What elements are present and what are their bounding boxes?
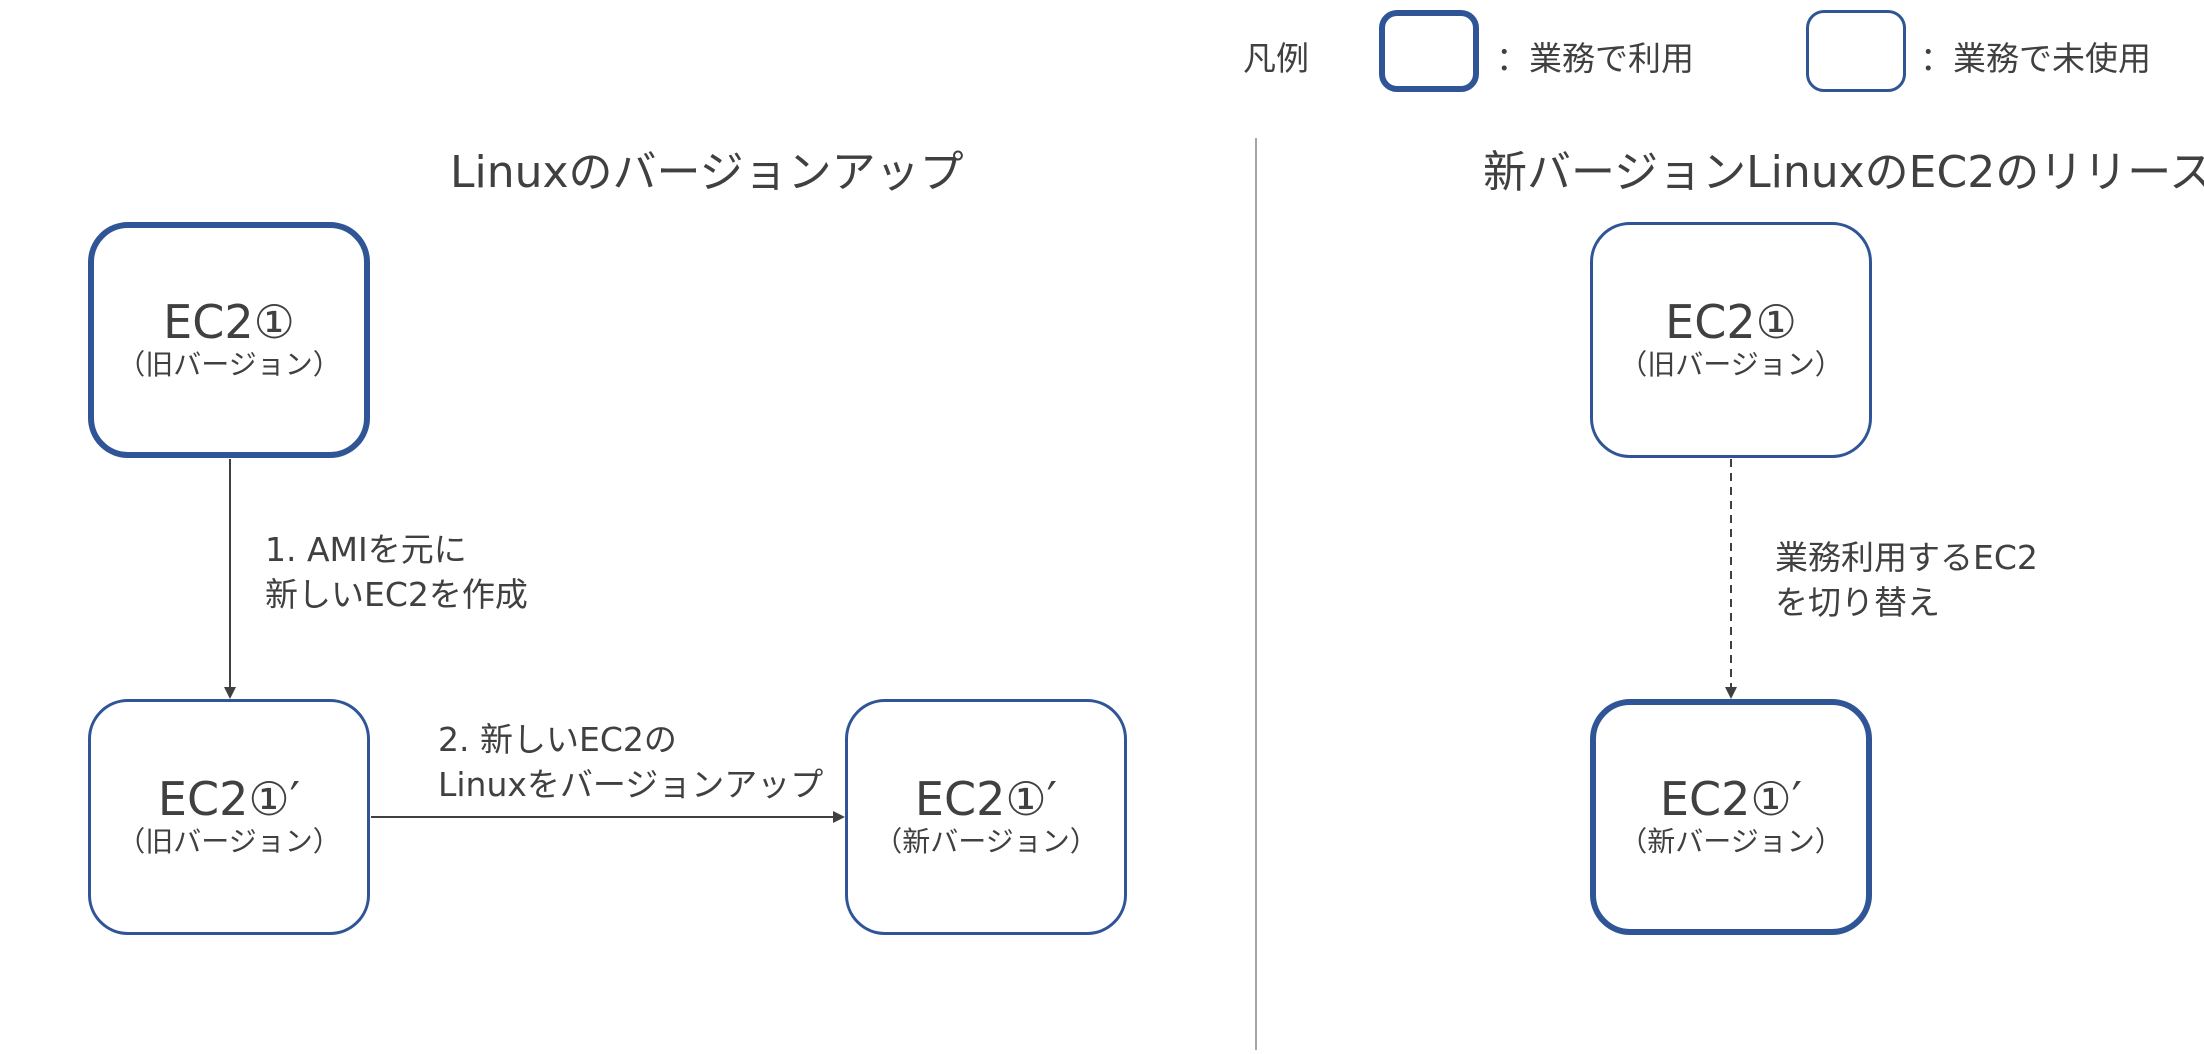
legend-unused-label: ：業務で未使用 bbox=[1920, 39, 2151, 78]
node-version: （旧バージョン） bbox=[1619, 348, 1843, 382]
switch-label: 業務利用するEC2 を切り替え bbox=[1775, 536, 2038, 625]
step1-line2: 新しいEC2を作成 bbox=[265, 574, 528, 614]
node-name: EC2① bbox=[163, 294, 295, 349]
left-ec2-old-node: EC2① （旧バージョン） bbox=[88, 222, 370, 458]
legend-in-use-label: ：業務で利用 bbox=[1496, 39, 1694, 78]
node-name: EC2①′ bbox=[1659, 771, 1803, 826]
node-version: （新バージョン） bbox=[1619, 825, 1843, 859]
node-name: EC2①′ bbox=[157, 771, 301, 826]
step2-line1: 2. 新しいEC2の bbox=[438, 720, 677, 759]
node-version: （旧バージョン） bbox=[117, 825, 341, 859]
switch-line1: 業務利用するEC2 bbox=[1775, 538, 2038, 577]
left-ec2-copy-new-node: EC2①′ （新バージョン） bbox=[845, 699, 1127, 935]
switch-line2: を切り替え bbox=[1775, 582, 1940, 622]
right-panel-title: 新バージョンLinuxのEC2のリリース bbox=[1483, 147, 2204, 198]
legend-unused-swatch bbox=[1806, 10, 1906, 92]
left-panel-title: Linuxのバージョンアップ bbox=[450, 147, 964, 198]
right-ec2-old-node: EC2① （旧バージョン） bbox=[1590, 222, 1872, 458]
node-name: EC2① bbox=[1665, 294, 1797, 349]
legend-title: 凡例 bbox=[1243, 39, 1309, 78]
node-name: EC2①′ bbox=[914, 771, 1058, 826]
left-ec2-copy-old-node: EC2①′ （旧バージョン） bbox=[88, 699, 370, 935]
right-ec2-new-node: EC2①′ （新バージョン） bbox=[1590, 699, 1872, 935]
step1-label: 1. AMIを元に 新しいEC2を作成 bbox=[265, 528, 528, 617]
node-version: （新バージョン） bbox=[874, 825, 1098, 859]
step1-line1: 1. AMIを元に bbox=[265, 530, 467, 569]
node-version: （旧バージョン） bbox=[117, 348, 341, 382]
panel-divider bbox=[1255, 138, 1257, 1050]
step2-line2: Linuxをバージョンアップ bbox=[438, 764, 824, 804]
step2-label: 2. 新しいEC2の Linuxをバージョンアップ bbox=[438, 718, 823, 807]
legend-in-use-swatch bbox=[1379, 10, 1479, 92]
